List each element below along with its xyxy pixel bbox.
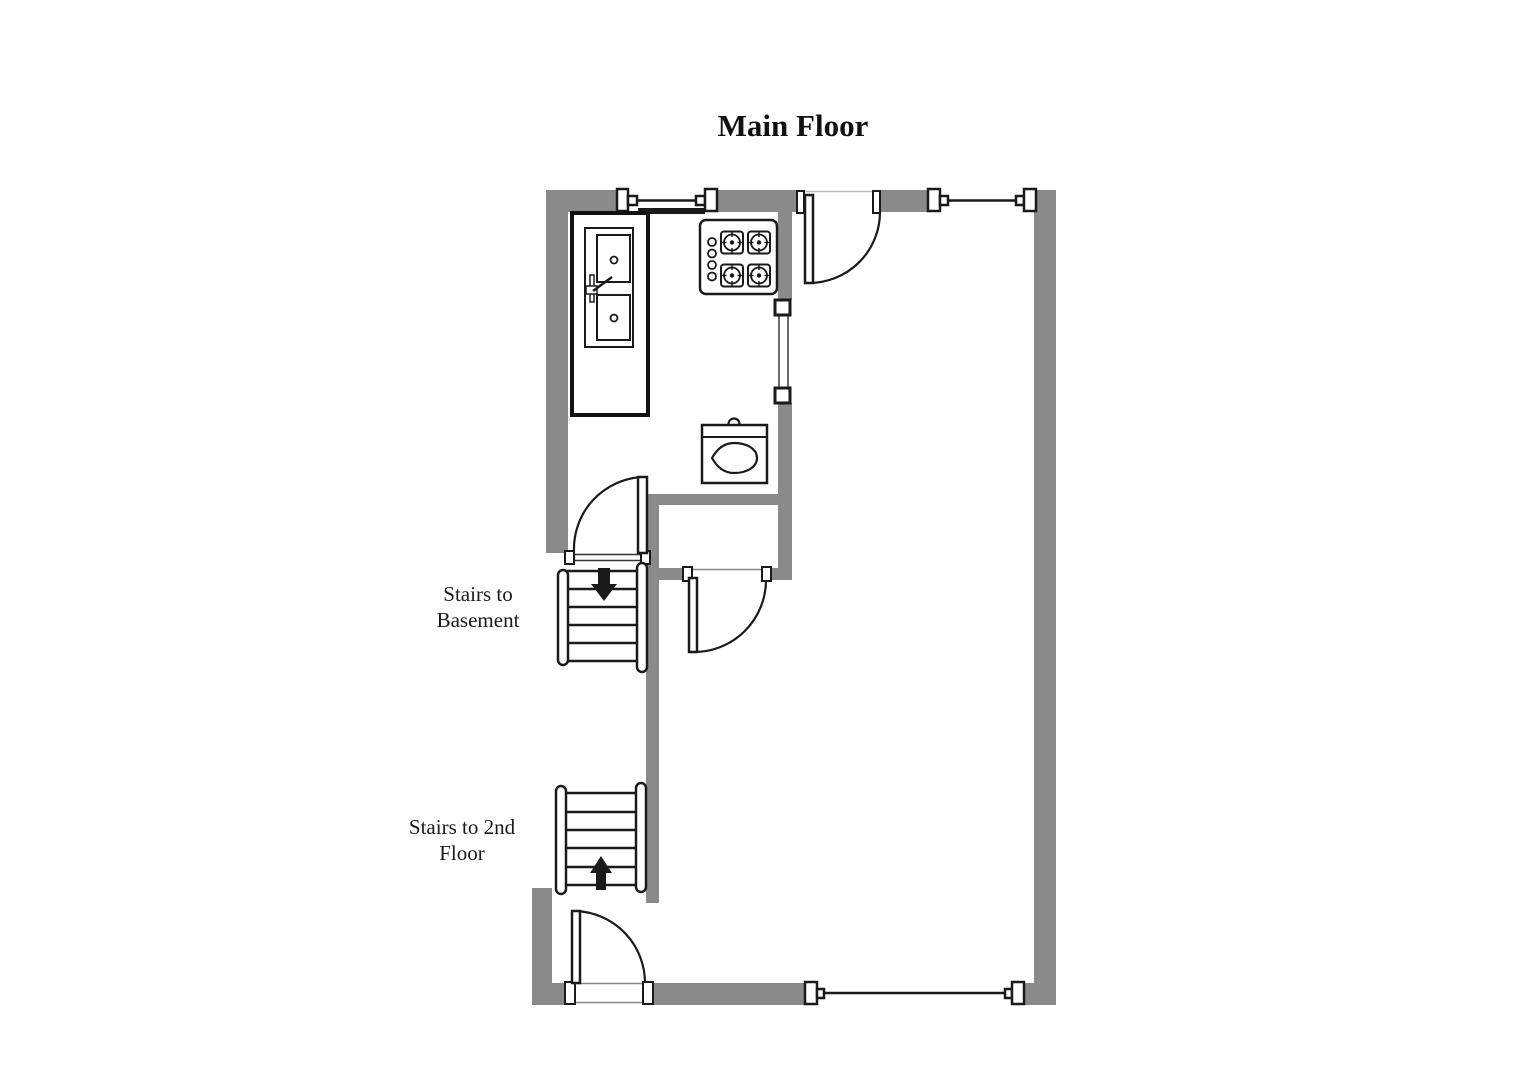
burner-icon <box>720 263 744 288</box>
window-top-left <box>615 187 719 213</box>
door-bottom <box>564 909 654 1005</box>
stairs-to-basement <box>556 561 649 674</box>
wall-pass-through <box>773 298 792 405</box>
burner-icon <box>747 263 771 288</box>
label-stairs-to-2nd-floor: Stairs to 2nd Floor <box>408 815 516 865</box>
kitchen-sink <box>570 211 650 417</box>
counter-ledge <box>638 208 705 214</box>
label-stairs-to-basement: Stairs to Basement <box>436 582 520 632</box>
page-title: Main Floor <box>717 108 869 143</box>
up-arrow-icon <box>590 856 612 890</box>
toilet <box>700 417 769 485</box>
down-arrow-icon <box>591 568 617 601</box>
burner-icon <box>720 230 744 255</box>
window-top-right <box>926 187 1038 213</box>
walls <box>532 190 1056 1005</box>
faucet-icon <box>585 274 613 303</box>
door-kitchen-hall <box>564 475 651 565</box>
window-bottom <box>803 980 1026 1006</box>
door-closet <box>682 566 772 654</box>
stove <box>698 218 779 296</box>
door-top <box>796 190 882 285</box>
stairs-to-2nd-floor <box>554 781 648 896</box>
burner-icon <box>747 230 771 255</box>
